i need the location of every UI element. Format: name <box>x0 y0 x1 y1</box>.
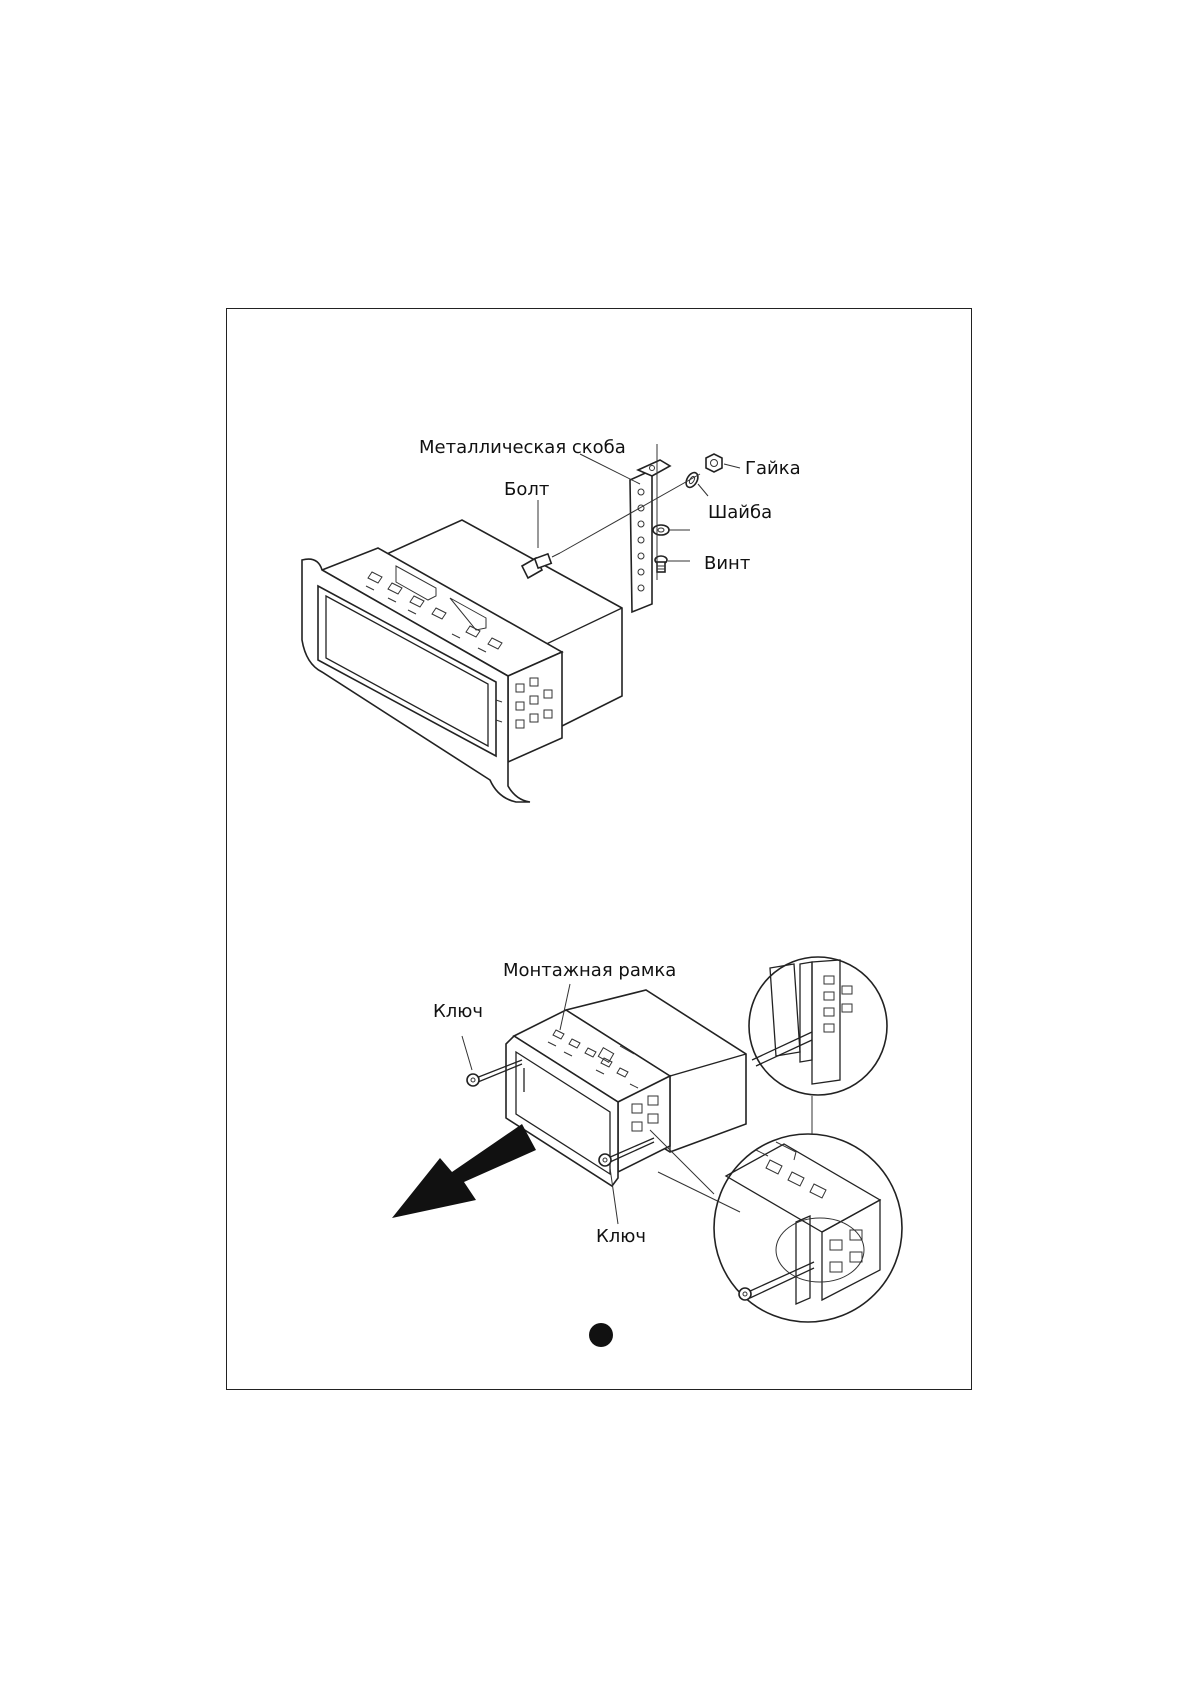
page-marker-dot <box>589 1323 613 1347</box>
label-nut: Гайка <box>745 458 801 479</box>
side-plate-holes-bottom <box>631 1095 659 1132</box>
label-key-left: Ключ <box>433 1001 483 1022</box>
washer-small <box>685 471 699 489</box>
nut <box>705 453 723 473</box>
label-metal-bracket: Металлическая скоба <box>419 437 626 458</box>
bolt <box>520 552 561 580</box>
page-frame <box>226 308 972 1390</box>
bracket-holes <box>637 465 655 592</box>
metal-bracket <box>629 459 672 614</box>
head-unit-top <box>301 519 623 803</box>
sleeve-tabs-top <box>365 565 503 653</box>
washer <box>652 524 670 536</box>
label-bolt: Болт <box>504 479 549 500</box>
label-screw: Винт <box>704 553 750 574</box>
head-unit-bottom <box>505 989 747 1188</box>
key-right <box>598 1137 655 1225</box>
side-plate-holes <box>515 677 553 729</box>
frame-tabs <box>547 1029 639 1089</box>
assembly-lines <box>537 444 741 580</box>
label-mounting-frame: Монтажная рамка <box>503 960 676 981</box>
label-washer: Шайба <box>708 502 772 523</box>
label-key-right: Ключ <box>596 1226 646 1247</box>
detail-circle-lower <box>713 1133 903 1323</box>
detail-circle-upper <box>748 956 888 1096</box>
key-left <box>461 1035 523 1087</box>
detail-leader-lines <box>649 1096 813 1213</box>
removal-arrow <box>392 1124 536 1218</box>
